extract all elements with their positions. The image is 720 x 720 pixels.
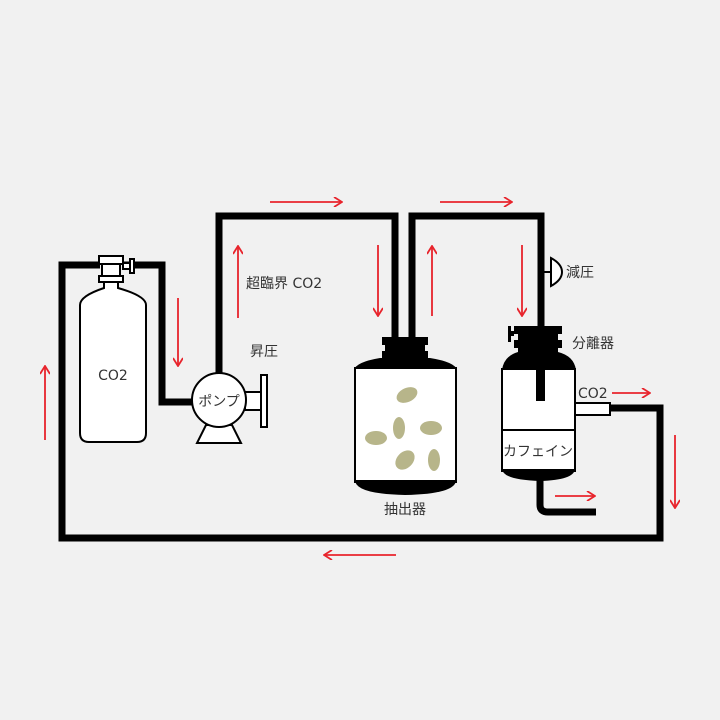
coffee-beans	[365, 387, 442, 471]
pump-to-extractor-pipe	[215, 212, 399, 375]
co2-outlet-label: CO2	[578, 386, 608, 402]
cylinder-to-pump-pipe	[122, 261, 195, 406]
pressurize-label: 昇圧	[250, 344, 278, 360]
caffeine-drain-pipe	[536, 470, 596, 516]
coffee-bean-icon	[420, 421, 442, 435]
separator-vessel: カフェイン	[501, 326, 611, 481]
coffee-bean-icon	[395, 450, 415, 470]
cylinder-label: CO2	[98, 368, 128, 384]
caffeine-label: カフェイン	[503, 444, 573, 460]
coffee-bean-icon	[365, 431, 387, 445]
separator-label: 分離器	[572, 335, 614, 352]
return-pipe	[58, 261, 664, 542]
depressurize-label: 減圧	[566, 264, 594, 281]
pressure-reducer-valve	[538, 256, 564, 288]
pump-label: ポンプ	[198, 394, 240, 410]
coffee-bean-icon	[396, 387, 418, 403]
coffee-bean-icon	[428, 449, 440, 471]
supercritical-co2-label: 超臨界 CO2	[246, 276, 322, 292]
coffee-bean-icon	[393, 417, 405, 439]
pump: ポンプ	[191, 372, 268, 444]
flow-arrows	[45, 202, 675, 555]
co2-cylinder: CO2	[79, 255, 147, 443]
extractor-label: 抽出器	[384, 502, 426, 518]
extractor-vessel: 抽出器	[354, 337, 457, 518]
